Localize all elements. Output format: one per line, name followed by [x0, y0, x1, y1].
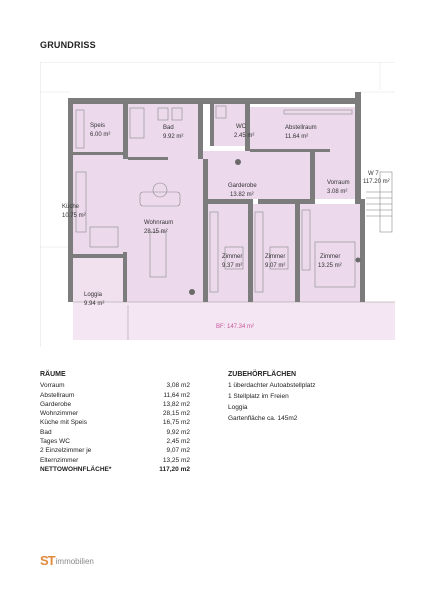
rooms-row: 2 Einzelzimmer je 9,07 m2 [40, 446, 190, 455]
room-label-wc: WC [236, 124, 247, 130]
room-label-zimmer-2: Zimmer [265, 254, 285, 260]
room-label-abstellraum: Abstellraum [285, 125, 317, 131]
unit-area-w7: 117.20 m² [363, 179, 390, 185]
net-area-row: NETTOWOHNFLÄCHE* 117,20 m2 [40, 465, 190, 474]
room-area-bad: 9.92 m² [163, 134, 183, 140]
room-label-wohnraum: Wohnraum [144, 220, 173, 226]
room-value: 28,15 m2 [162, 410, 190, 418]
room-area-kueche: 10.75 m² [62, 213, 86, 219]
room-value: 11,64 m2 [163, 391, 190, 399]
room-name: 2 Einzelzimmer je [40, 447, 92, 455]
room-label-garderobe: Garderobe [228, 183, 257, 189]
room-label-loggia: Loggia [84, 292, 103, 298]
extras-item: 1 überdachter Autoabstellplatz [228, 382, 316, 389]
room-label-zimmer-1: Zimmer [222, 254, 242, 260]
room-area-zimmer-3: 13.25 m² [318, 263, 342, 269]
rooms-row: Küche mit Speis 16,75 m2 [40, 418, 190, 427]
room-value: 2,45 m2 [166, 438, 191, 446]
logo-text: immobilien [55, 557, 94, 566]
extras-heading: ZUBEHÖRFLÄCHEN [228, 371, 297, 378]
room-name: Küche mit Speis [40, 419, 87, 427]
rooms-row: Elternzimmer 13,25 m2 [40, 456, 190, 465]
room-label-kueche: Küche [62, 204, 80, 210]
net-area-value: 117,20 m2 [159, 465, 190, 473]
room-area-zimmer-2: 9.07 m² [265, 263, 285, 269]
rooms-row: Wohnzimmer 28,15 m2 [40, 409, 190, 418]
room-area-zimmer-1: 9.37 m² [222, 263, 242, 269]
room-label-zimmer-3: Zimmer [320, 254, 340, 260]
room-name: Vorraum [40, 382, 65, 390]
room-area-speis: 6.00 m² [90, 132, 110, 138]
room-name: Elternzimmer [40, 456, 79, 464]
rooms-row: Garderobe 13,82 m2 [40, 400, 190, 409]
room-value: 3,08 m2 [166, 382, 191, 390]
room-area-garderobe: 13.82 m² [230, 192, 254, 198]
rooms-row: Tages WC 2,45 m2 [40, 437, 190, 446]
unit-label-w7: W 7 [368, 171, 379, 177]
rooms-row: Abstellraum 11,64 m2 [40, 391, 190, 400]
rooms-table: RÄUME Vorraum 3,08 m2 Abstellraum 11,64 m2… [40, 370, 190, 474]
rooms-row: Bad 9,92 m2 [40, 428, 190, 437]
room-name: Garderobe [40, 400, 72, 408]
extras-list: ZUBEHÖRFLÄCHEN 1 überdachter Autoabstell… [228, 370, 398, 424]
rooms-heading: RÄUME [40, 371, 66, 378]
room-name: Bad [40, 428, 52, 436]
page-title: GRUNDRISS [40, 40, 96, 50]
extras-item: 1 Stellplatz im Freien [228, 393, 289, 400]
room-value: 13,25 m2 [162, 456, 190, 464]
room-value: 16,75 m2 [162, 419, 190, 427]
gross-floor-area-label: BF: 147.34 m² [216, 324, 254, 330]
room-label-vorraum: Vorraum [327, 180, 350, 186]
room-label-speis: Speis [90, 123, 105, 129]
company-logo: ST immobilien [40, 554, 94, 567]
net-area-label: NETTOWOHNFLÄCHE* [40, 465, 112, 473]
logo-mark: ST [40, 553, 56, 568]
floor-plan: Speis 6.00 m² Bad 9.92 m² WC 2.45 m² Abs… [40, 62, 395, 347]
room-name: Wohnzimmer [40, 410, 79, 418]
room-name: Tages WC [40, 438, 70, 446]
room-value: 9,07 m2 [166, 447, 191, 455]
extras-item: Gartenfläche ca. 145m2 [228, 415, 298, 422]
room-label-bad: Bad [163, 125, 174, 131]
room-area-vorraum: 3.08 m² [327, 189, 347, 195]
room-area-wc: 2.45 m² [234, 133, 254, 139]
room-name: Abstellraum [40, 391, 75, 399]
rooms-row: Vorraum 3,08 m2 [40, 381, 190, 390]
room-value: 9,92 m2 [166, 428, 191, 436]
room-area-loggia: 9.94 m² [84, 301, 104, 307]
room-area-abstellraum: 11.64 m² [285, 134, 308, 140]
room-value: 13,82 m2 [162, 400, 190, 408]
extras-item: Loggia [228, 404, 248, 411]
room-area-wohnraum: 28.15 m² [144, 229, 168, 235]
